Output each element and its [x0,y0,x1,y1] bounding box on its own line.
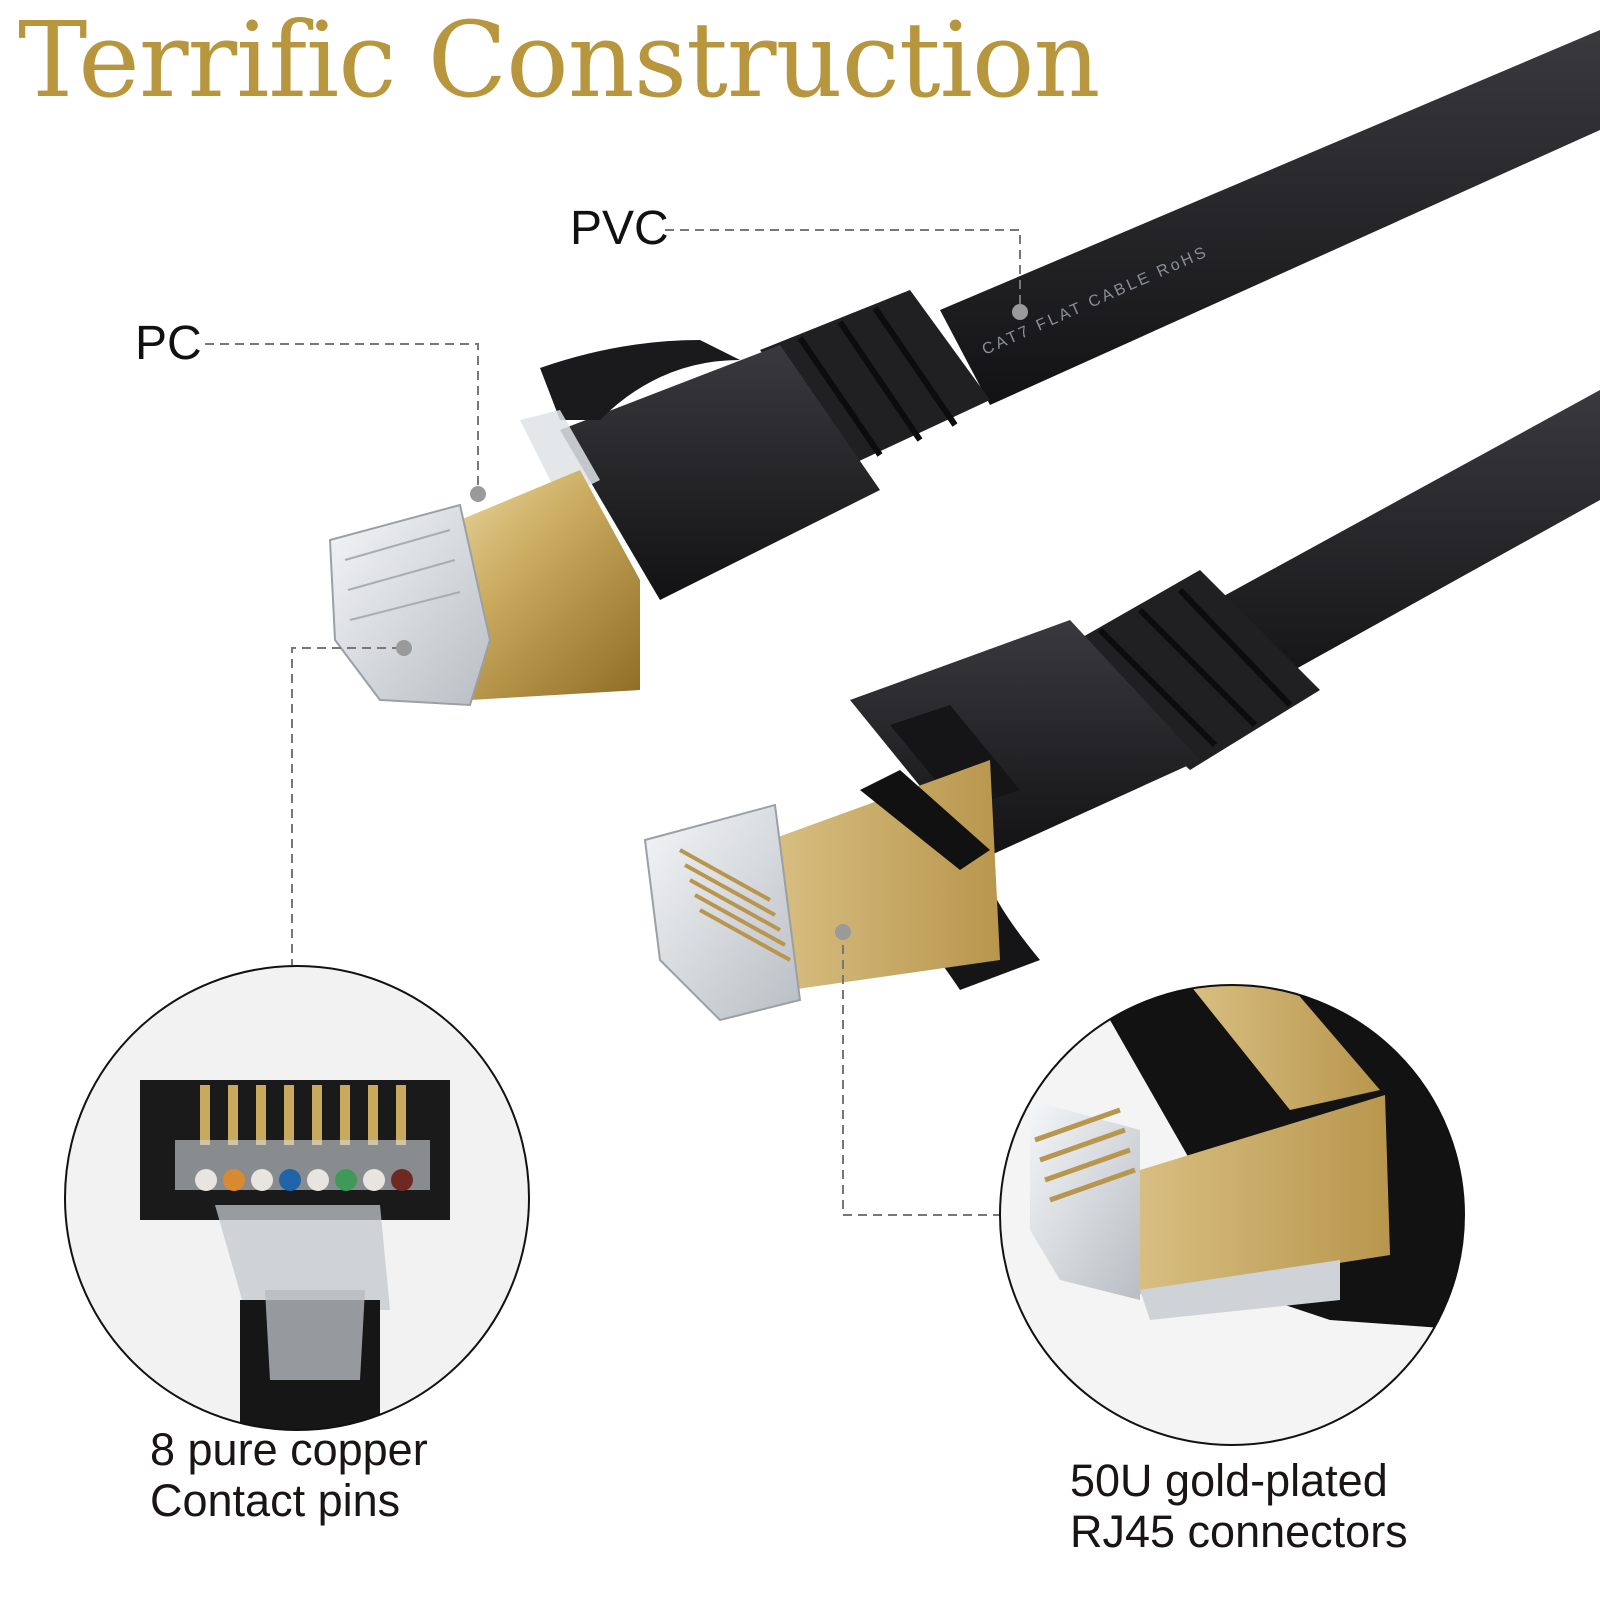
gold-plated-caption-line2: RJ45 connectors [1070,1506,1408,1557]
leader-dots [396,304,1028,940]
contact-pins-caption-line1: 8 pure copper [150,1424,428,1475]
gold-leader-line [842,930,1020,1216]
page-title: Terrific Construction [18,0,1101,121]
pins-leader-line [291,647,404,968]
detail-circle-gold-plated [999,984,1465,1446]
lower-cable [643,390,1600,1022]
pc-leader-line [205,343,479,492]
pvc-leader-line [665,229,1021,310]
pc-callout-label: PC [135,317,202,370]
wire-color-dots [195,1169,413,1191]
pvc-callout-label: PVC [570,202,669,255]
gold-plated-caption-line1: 50U gold-plated [1070,1455,1388,1506]
leader-lines [205,229,1021,1216]
upper-cable: CAT7 FLAT CABLE RoHS [328,30,1600,707]
contact-pins-caption-line2: Contact pins [150,1475,401,1526]
detail-circle-contact-pins [64,965,530,1431]
